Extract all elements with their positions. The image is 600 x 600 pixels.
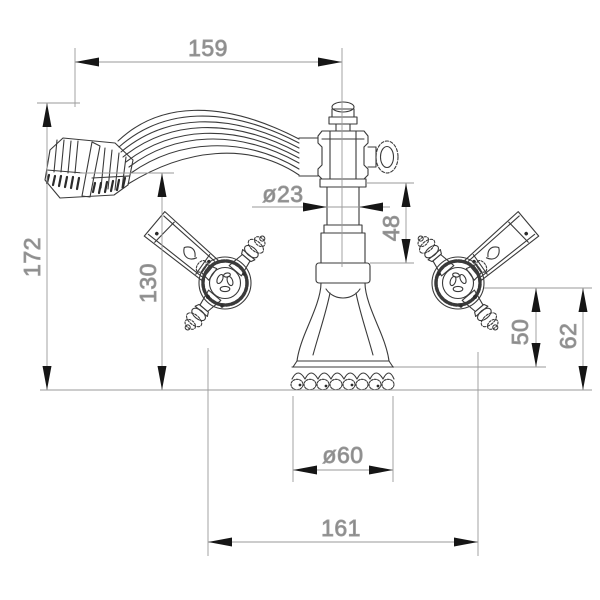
dim-label-overall-height: 172 [19,237,45,277]
base-flange [290,360,395,391]
top-cap [328,101,358,132]
body-cross-block [298,130,369,180]
neck-column [319,178,367,264]
dim-neck-diameter: ø23 [252,181,390,212]
dim-spout-outlet-height: 130 [80,172,174,391]
dim-label-handle-axis-to-flange: 50 [507,319,533,346]
dim-spout-reach: 159 [74,35,343,267]
dim-handle-axis-to-flange: 50 [394,287,592,368]
spout [44,109,300,199]
dim-handle-axis-to-base: 62 [555,287,588,391]
dim-flange-diameter: ø60 [292,396,394,482]
side-knob [367,140,399,174]
dim-label-spout-outlet-height: 130 [135,263,161,303]
left-cross-handle [144,212,271,336]
faucet-body [290,101,399,391]
dim-label-handle-span: 161 [321,515,361,541]
spout-tube [117,109,300,185]
dim-overall-height: 172 [19,102,80,391]
dim-neck-height: 48 [366,182,414,264]
dim-handle-span: 161 [207,348,479,556]
dim-label-flange-diameter: ø60 [322,442,363,468]
dim-label-spout-reach: 159 [188,35,228,61]
escutcheon-block [315,262,371,284]
dim-label-handle-axis-to-base: 62 [555,323,581,350]
spout-outlet-head [44,137,134,199]
dim-label-neck-diameter: ø23 [262,181,303,207]
right-cross-handle [412,212,539,336]
dim-label-neck-height: 48 [378,215,404,242]
body-vase [296,282,390,362]
